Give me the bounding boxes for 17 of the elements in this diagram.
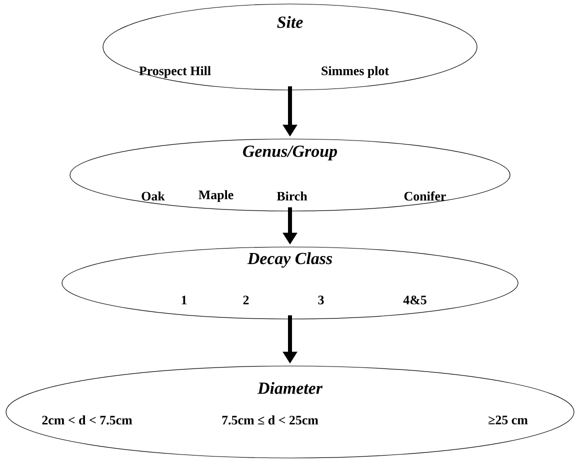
heading: Site bbox=[277, 16, 303, 28]
category-label: Oak bbox=[142, 191, 165, 201]
category-label: 3 bbox=[318, 296, 324, 304]
category-label: 1 bbox=[182, 296, 187, 304]
category-label: ≥25 cm bbox=[488, 416, 528, 424]
category-label: Conifer bbox=[404, 191, 446, 201]
heading: Genus/Group bbox=[243, 146, 337, 160]
category-label: 2cm < d < 7.5cm bbox=[42, 415, 132, 425]
category-label: Birch bbox=[276, 191, 308, 201]
category-label: Prospect Hill bbox=[139, 66, 211, 78]
category-label: 2 bbox=[243, 296, 249, 304]
category-label: 4&5 bbox=[403, 296, 426, 304]
heading: Decay Class bbox=[247, 252, 332, 268]
heading: Diameter bbox=[257, 382, 323, 394]
category-label: Maple bbox=[198, 190, 234, 202]
category-label: 7.5cm ≤ d < 25cm bbox=[222, 415, 318, 425]
category-label: Simmes plot bbox=[322, 66, 389, 78]
